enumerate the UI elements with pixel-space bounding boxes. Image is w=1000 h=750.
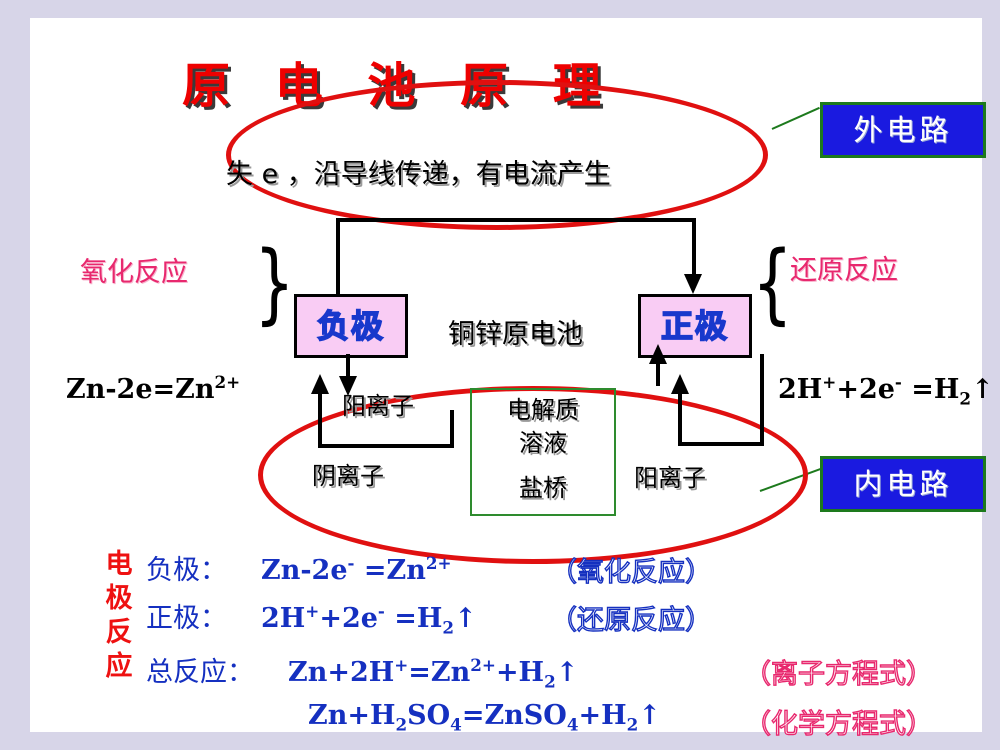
cation-label-left: 阳离子 — [342, 392, 414, 420]
row-positive-note: （还原反应） — [549, 604, 712, 636]
row-molecular-sub3: 4 — [566, 714, 579, 735]
row-total-mid: =Zn — [408, 657, 471, 688]
row-total-tail: +H — [495, 657, 545, 688]
row-positive-mid: +2e — [319, 603, 378, 634]
row-molecular-sub1: 2 — [395, 714, 408, 735]
electrode-reaction-vertical-label: 电极反应 — [102, 548, 136, 684]
row-molecular-tail: +H — [578, 700, 627, 731]
row-negative-label: 负极： — [146, 555, 227, 586]
row-negative-eq: Zn-2e — [261, 555, 348, 586]
row-positive-eq: 2H — [261, 603, 306, 634]
positive-electrode-equation: 2H++2e- =H2↑ — [778, 372, 994, 408]
electrolyte-line2: 溶液 — [519, 429, 567, 457]
row-negative-sup2: 2+ — [425, 553, 452, 573]
row-negative-note: （氧化反应） — [549, 556, 712, 588]
row-total-eq: Zn+2H — [288, 657, 395, 688]
cation-label-right: 阳离子 — [634, 464, 706, 492]
row-positive-sup2: - — [377, 601, 385, 621]
wire-cation-right-vertical — [678, 390, 682, 446]
external-circuit-label-box[interactable]: 外电路 — [820, 102, 986, 158]
positive-up-arrow-icon — [649, 344, 667, 364]
wire-cation-left-riser — [450, 410, 454, 448]
internal-circuit-label-box[interactable]: 内电路 — [820, 456, 986, 512]
right-brace-icon: { — [752, 232, 793, 334]
row-molecular-sub4: 2 — [626, 714, 639, 735]
eq-left-charge: 2+ — [214, 372, 241, 392]
wire-external-top — [336, 218, 696, 222]
cation-right-up-arrow-icon — [671, 374, 689, 394]
row-negative-sup1: - — [347, 553, 355, 573]
row-total-sup2: 2+ — [470, 655, 496, 675]
row-molecular-gas-arrow-icon: ↑ — [638, 700, 661, 731]
eq-right-sub: 2 — [959, 388, 972, 409]
eq-right-product: =H — [901, 374, 960, 405]
row-positive-label: 正极： — [146, 603, 227, 634]
summary-row-negative: 负极： Zn-2e- =Zn2+ — [146, 548, 452, 587]
eq-right-charge2: - — [894, 372, 902, 392]
eq-right-charge1: + — [822, 372, 837, 392]
row-molecular-sub2: 4 — [450, 714, 462, 735]
summary-row-total: 总反应： Zn+2H+=Zn2++H2↑ — [146, 650, 578, 691]
external-circuit-ellipse — [226, 80, 768, 230]
slide-canvas: 原 电 池 原 理 失 e ，沿导线传递，有电流产生 外电路 内电路 氧化反应 … — [30, 18, 994, 741]
eq-left-base: Zn-2e=Zn — [66, 374, 215, 405]
current-direction-arrow-icon — [684, 274, 702, 294]
row-molecular-mid2: =ZnSO — [461, 700, 567, 731]
row-positive-sup1: + — [305, 601, 320, 621]
row-positive-sub: 2 — [442, 617, 455, 638]
row-positive-tail: =H — [384, 603, 443, 634]
negative-down-arrow-icon — [339, 376, 357, 396]
wire-cation-right-riser — [760, 354, 764, 446]
wire-external-left — [336, 218, 340, 296]
row-total-sup1: + — [394, 655, 409, 675]
row-molecular-note: （化学方程式） — [743, 708, 933, 740]
row-negative-tail: =Zn — [354, 555, 426, 586]
negative-electrode-box[interactable]: 负极 — [294, 294, 408, 358]
row-molecular-mid: SO — [407, 700, 451, 731]
row-total-note: （离子方程式） — [743, 658, 933, 690]
row-positive-gas-arrow-icon: ↑ — [454, 603, 477, 634]
eq-right-h: 2H — [778, 374, 823, 405]
wire-negative-down — [346, 354, 350, 380]
external-circuit-leader-line — [771, 106, 820, 130]
wire-cation-left-vertical — [318, 390, 322, 448]
cell-name-label: 铜锌原电池 — [448, 319, 583, 350]
row-total-label: 总反应： — [146, 657, 254, 688]
summary-row-molecular: Zn+H2SO4=ZnSO4+H2↑ — [308, 700, 661, 734]
oxidation-reaction-label: 氧化反应 — [80, 257, 188, 288]
electron-flow-text: 失 e ，沿导线传递，有电流产生 — [226, 159, 611, 190]
vertical-label-char: 反 — [105, 617, 133, 648]
wire-cation-left-horizontal — [318, 444, 454, 448]
salt-bridge-label: 盐桥 — [519, 474, 567, 502]
vertical-label-char: 极 — [105, 583, 133, 614]
summary-row-positive: 正极： 2H++2e- =H2↑ — [146, 596, 477, 637]
wire-external-right — [692, 218, 696, 278]
electrolyte-line1: 电解质 — [507, 396, 579, 424]
eq-right-electron: +2e — [836, 374, 895, 405]
anion-label-left: 阴离子 — [312, 462, 384, 490]
wire-positive-up — [656, 358, 660, 386]
row-total-sub: 2 — [544, 671, 556, 692]
row-molecular-eq: Zn+H — [308, 700, 396, 731]
vertical-label-char: 应 — [105, 651, 133, 682]
left-brace-icon: } — [254, 232, 295, 334]
electrolyte-solution-box: 电解质溶液盐桥 — [470, 388, 616, 516]
negative-electrode-equation: Zn-2e=Zn2+ — [66, 372, 240, 405]
row-total-gas-arrow-icon: ↑ — [555, 657, 579, 688]
gas-up-arrow-icon: ↑ — [971, 374, 994, 405]
reduction-reaction-label: 还原反应 — [790, 255, 898, 286]
wire-cation-right-horizontal — [678, 442, 764, 446]
cation-up-arrow-icon — [311, 374, 329, 394]
vertical-label-char: 电 — [105, 549, 133, 580]
